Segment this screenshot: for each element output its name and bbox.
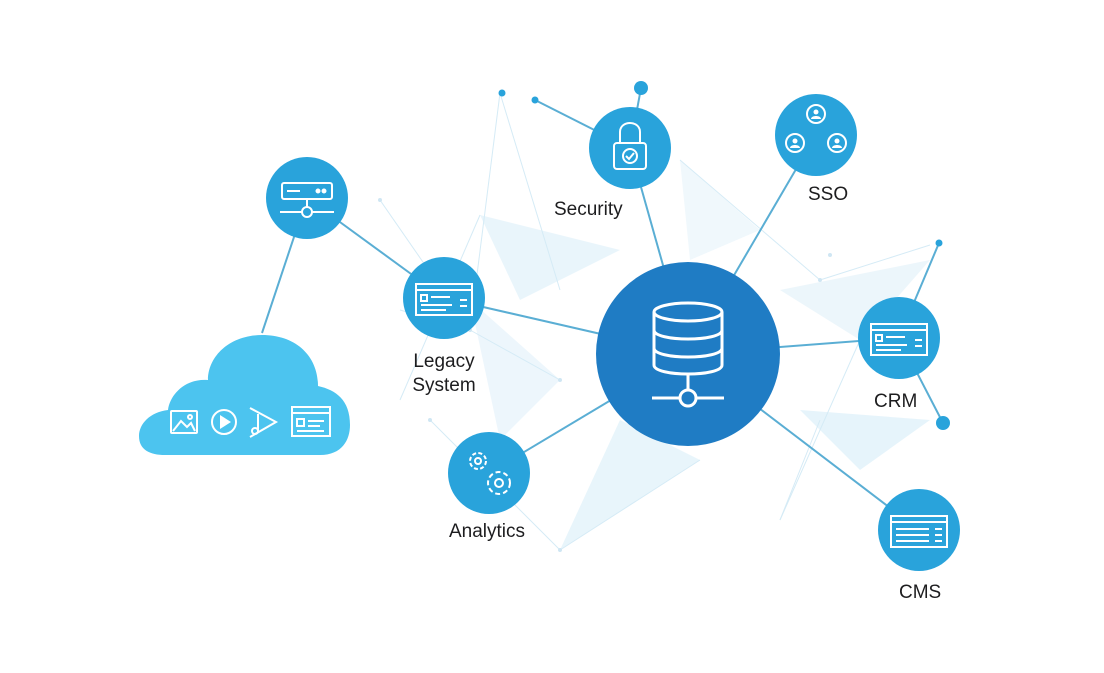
legacy-system-label-line2: System [412,375,476,396]
security-node [589,107,671,189]
background-mesh [378,92,931,552]
browser-window-icon [870,323,928,356]
image-icon [170,410,198,434]
cms-label: CMS [899,582,942,603]
security-label: Security [554,199,623,220]
browser-window-icon [415,283,473,316]
crm-node [858,297,940,379]
padlock-icon [613,122,647,170]
sso-node [775,94,857,176]
analytics-node [448,432,530,514]
legacy-system-node [403,257,485,339]
browser-window-icon [890,515,948,548]
legacy-system-label: Legacy System [404,350,484,398]
crm-label: CRM [874,391,918,412]
legacy-system-label-line1: Legacy [413,351,475,372]
cloud-node [139,335,350,455]
cms-node [878,489,960,571]
edge-dots [498,81,950,430]
analytics-label: Analytics [449,521,526,542]
server-node [266,157,348,239]
database-node [596,262,780,446]
sso-label: SSO [808,184,849,205]
server-rack-icon [280,182,334,218]
music-note-icon [249,407,279,438]
database-network-icon [652,301,724,408]
play-icon [211,409,237,435]
browser-window-icon [291,406,331,437]
gears-icon [469,452,511,495]
